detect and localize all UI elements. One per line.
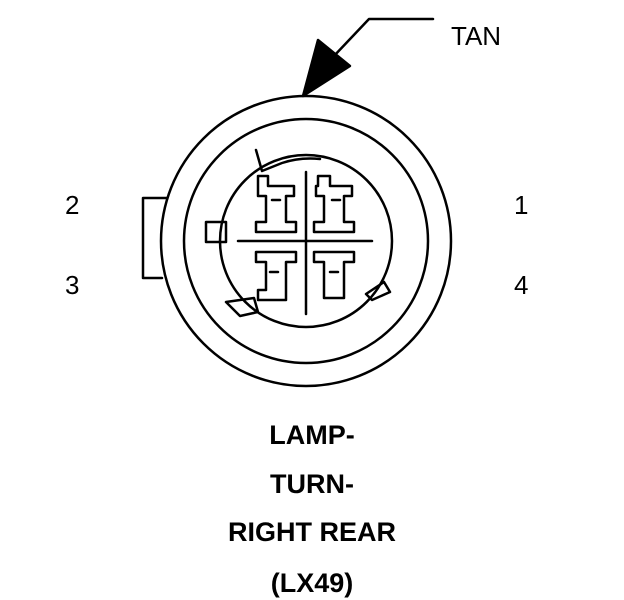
- pin-label-4: 4: [514, 270, 529, 300]
- connector-title-line-2: TURN-: [270, 469, 354, 499]
- connector-title-line-1: LAMP-: [269, 420, 355, 450]
- connector-inner-ring: [182, 117, 430, 365]
- connector-title-line-3: RIGHT REAR: [228, 517, 396, 547]
- locking-tab: [141, 196, 169, 280]
- connector-code: (LX49): [270, 568, 354, 598]
- tan-callout-leader: [301, 17, 435, 98]
- pin-label-3: 3: [65, 270, 80, 300]
- key-block: [204, 220, 228, 244]
- latch-left: [224, 296, 260, 318]
- top-key-notch: [254, 148, 322, 173]
- wire-color-label: TAN: [451, 21, 502, 51]
- pin-label-2: 2: [65, 190, 80, 220]
- terminal-cavity-3: [254, 250, 298, 302]
- connector-outer-ring: [159, 94, 453, 388]
- terminal-cavity-4: [312, 250, 356, 300]
- pin-label-1: 1: [514, 190, 529, 220]
- latch-right: [364, 280, 392, 302]
- terminal-cavity-1: [312, 174, 356, 234]
- terminal-cavity-2: [254, 174, 298, 234]
